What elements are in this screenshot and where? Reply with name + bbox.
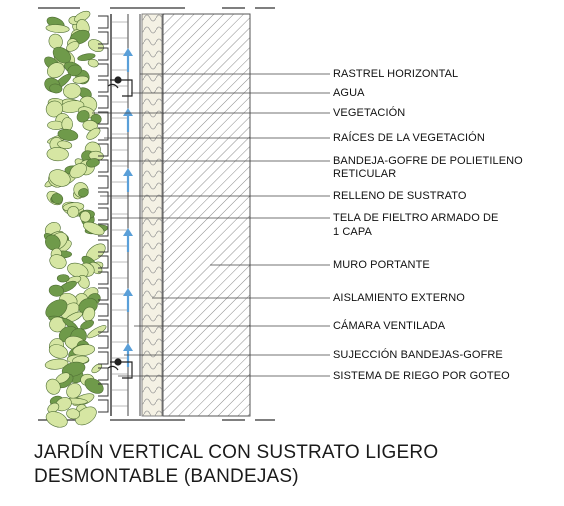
- leaf: [49, 83, 63, 94]
- tray-cell: [98, 207, 109, 221]
- tray-cell: [98, 383, 109, 397]
- waffle-trays: [98, 15, 128, 413]
- tray-cell: [98, 95, 109, 109]
- tray-cell: [98, 31, 109, 45]
- leaf: [49, 316, 66, 333]
- label-riego-goteo: SISTEMA DE RIEGO POR GOTEO: [333, 370, 510, 382]
- load-bearing-wall: [162, 13, 251, 417]
- caption-line-2: DESMONTABLE (BANDEJAS): [34, 466, 299, 487]
- water-arrowhead: [123, 48, 133, 56]
- leaf: [69, 163, 87, 179]
- leaf: [63, 83, 82, 99]
- tray-cell: [98, 319, 109, 333]
- water-arrowhead: [123, 108, 133, 116]
- leaf: [66, 408, 80, 420]
- tray-cell: [98, 351, 109, 365]
- tray-cell: [98, 143, 109, 157]
- leaf: [48, 169, 71, 187]
- leaf: [66, 41, 80, 52]
- water-arrowhead: [123, 228, 133, 236]
- leaf: [82, 119, 98, 131]
- leaf: [82, 306, 96, 322]
- leaf: [66, 382, 82, 399]
- tray-cell: [98, 239, 109, 253]
- label-sujeccion: SUJECCIÓN BANDEJAS-GOFRE: [333, 349, 503, 361]
- leader-lines: [92, 73, 330, 377]
- leaf: [67, 206, 80, 218]
- leaf: [57, 128, 79, 141]
- tray-cell: [98, 159, 109, 173]
- label-camara-ventilada: CÁMARA VENTILADA: [333, 320, 446, 332]
- ventilated-chamber: [127, 14, 141, 416]
- leaf: [67, 64, 82, 77]
- drip-irrigation-bottom: [107, 358, 133, 379]
- leaf: [86, 127, 101, 140]
- leaf: [44, 358, 69, 370]
- tray-cell: [98, 287, 109, 301]
- label-raices: RAÍCES DE LA VEGETACIÓN: [333, 132, 485, 144]
- leaf: [48, 344, 68, 359]
- leaf: [86, 325, 107, 339]
- leaf: [52, 46, 72, 64]
- tray-cell: [98, 223, 109, 237]
- tray-cell: [98, 335, 109, 349]
- leaf: [46, 147, 69, 162]
- tray-cell: [98, 111, 109, 125]
- label-una-capa: 1 CAPA: [333, 226, 372, 238]
- water-arrowhead: [123, 168, 133, 176]
- leaf: [45, 24, 70, 33]
- tray-cell: [98, 367, 109, 381]
- tray-cell: [98, 175, 109, 189]
- leaf: [56, 274, 70, 283]
- tray-cell: [98, 399, 109, 413]
- tray-cell: [98, 303, 109, 317]
- leaf: [45, 411, 68, 428]
- label-aislamiento: AISLAMIENTO EXTERNO: [333, 292, 465, 304]
- leaf: [80, 320, 94, 330]
- tray-cell: [98, 271, 109, 285]
- label-rastrel-horizontal: RASTREL HORIZONTAL: [333, 68, 459, 80]
- label-reticular: RETICULAR: [333, 168, 397, 180]
- leaf: [85, 158, 100, 168]
- leaf: [49, 254, 67, 269]
- tray-cell: [98, 191, 109, 205]
- leaf: [45, 378, 61, 395]
- tray-cell: [98, 15, 109, 29]
- label-relleno-sustrato: RELLENO DE SUSTRATO: [333, 190, 467, 202]
- label-bandeja-gofre: BANDEJA-GOFRE DE POLIETILENO: [333, 155, 523, 167]
- leaf: [79, 210, 91, 223]
- water-arrowhead: [123, 288, 133, 296]
- tray-cell: [98, 63, 109, 77]
- leaf: [84, 378, 104, 394]
- leaf: [77, 53, 96, 61]
- vegetation: [43, 10, 109, 428]
- leaf: [75, 406, 97, 426]
- caption-line-1: JARDÍN VERTICAL CON SUSTRATO LIGERO: [34, 442, 439, 463]
- tray-cell: [98, 255, 109, 269]
- tray-cell: [98, 47, 109, 61]
- leaf: [91, 363, 103, 374]
- leaf: [45, 299, 68, 319]
- tray-cell: [98, 79, 109, 93]
- label-muro-portante: MURO PORTANTE: [333, 259, 430, 271]
- label-agua: AGUA: [333, 87, 365, 99]
- leaf: [82, 221, 105, 236]
- leaf: [87, 58, 99, 68]
- water-arrowhead: [123, 343, 133, 351]
- label-vegetacion: VEGETACIÓN: [333, 107, 406, 119]
- leaf: [72, 75, 89, 84]
- leaf: [72, 344, 96, 357]
- leaf: [48, 284, 64, 297]
- leaf: [51, 193, 64, 205]
- leaf: [47, 62, 65, 79]
- leaf: [78, 188, 89, 198]
- tray-cell: [98, 127, 109, 141]
- drip-irrigation-top: [107, 76, 133, 97]
- label-tela-fieltro: TELA DE FIELTRO ARMADO DE: [333, 212, 499, 224]
- leaf: [87, 39, 104, 53]
- water-arrows: [123, 48, 133, 367]
